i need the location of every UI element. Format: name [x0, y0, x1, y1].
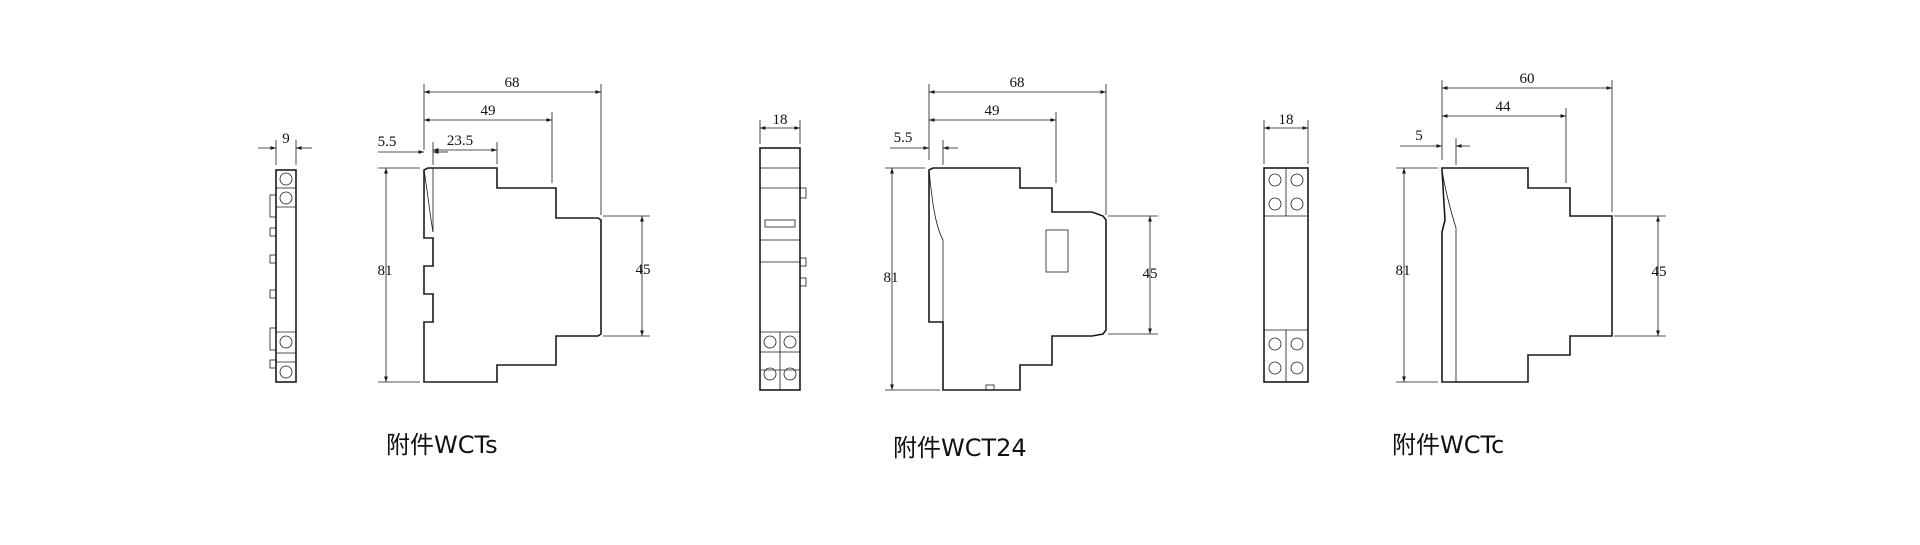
- wctc-front-offset-label: 5: [1415, 128, 1423, 144]
- wctc-front-view: [1263, 167, 1309, 383]
- wctc-front-height-label: 45: [1652, 264, 1667, 280]
- wct24-front-height-label: 45: [1143, 266, 1158, 282]
- wct24-side-view: [928, 167, 1107, 391]
- wcts-front-view: [269, 169, 297, 383]
- wct24-height-label: 81: [884, 270, 899, 286]
- wcts-front-offset-label: 5.5: [378, 134, 397, 150]
- wcts-width-dimension: 9: [258, 131, 312, 165]
- wcts-depth-step-label: 23.5: [447, 133, 473, 149]
- wct24-depth-mid-label: 49: [985, 103, 1000, 119]
- wct24-front-offset-label: 5.5: [894, 130, 913, 146]
- wctc-height-label: 81: [1396, 263, 1411, 279]
- wct24-width-dimension: 18: [759, 112, 801, 144]
- wcts-height-label: 81: [378, 263, 393, 279]
- wctc-depth-mid-label: 44: [1496, 99, 1512, 115]
- wcts-depth-mid-label: 49: [481, 103, 496, 119]
- wctc-width-dimension: 18: [1263, 112, 1309, 164]
- wcts-dimension-lines: 68 49 23.5 5.5 81 45: [378, 75, 651, 383]
- wctc-side-view: [1441, 167, 1613, 383]
- caption-wctc: 附件WCTc: [1392, 431, 1505, 459]
- wctc-depth-total-label: 60: [1520, 71, 1535, 87]
- wcts-depth-total-label: 68: [505, 75, 520, 91]
- wcts-front-height-label: 45: [636, 262, 651, 278]
- wct24-dimension-lines: 68 49 5.5 81 45: [884, 75, 1158, 391]
- wct24-front-view: [759, 147, 807, 391]
- wctc-dimension-lines: 60 44 5 81 45: [1396, 71, 1667, 383]
- caption-wct24: 附件WCT24: [893, 434, 1027, 462]
- wcts-width-label: 9: [282, 131, 290, 147]
- wct24-width-label: 18: [773, 112, 788, 128]
- caption-wcts: 附件WCTs: [386, 431, 498, 459]
- wct24-depth-total-label: 68: [1010, 75, 1025, 91]
- wctc-width-label: 18: [1279, 112, 1294, 128]
- wcts-side-view: [423, 167, 602, 383]
